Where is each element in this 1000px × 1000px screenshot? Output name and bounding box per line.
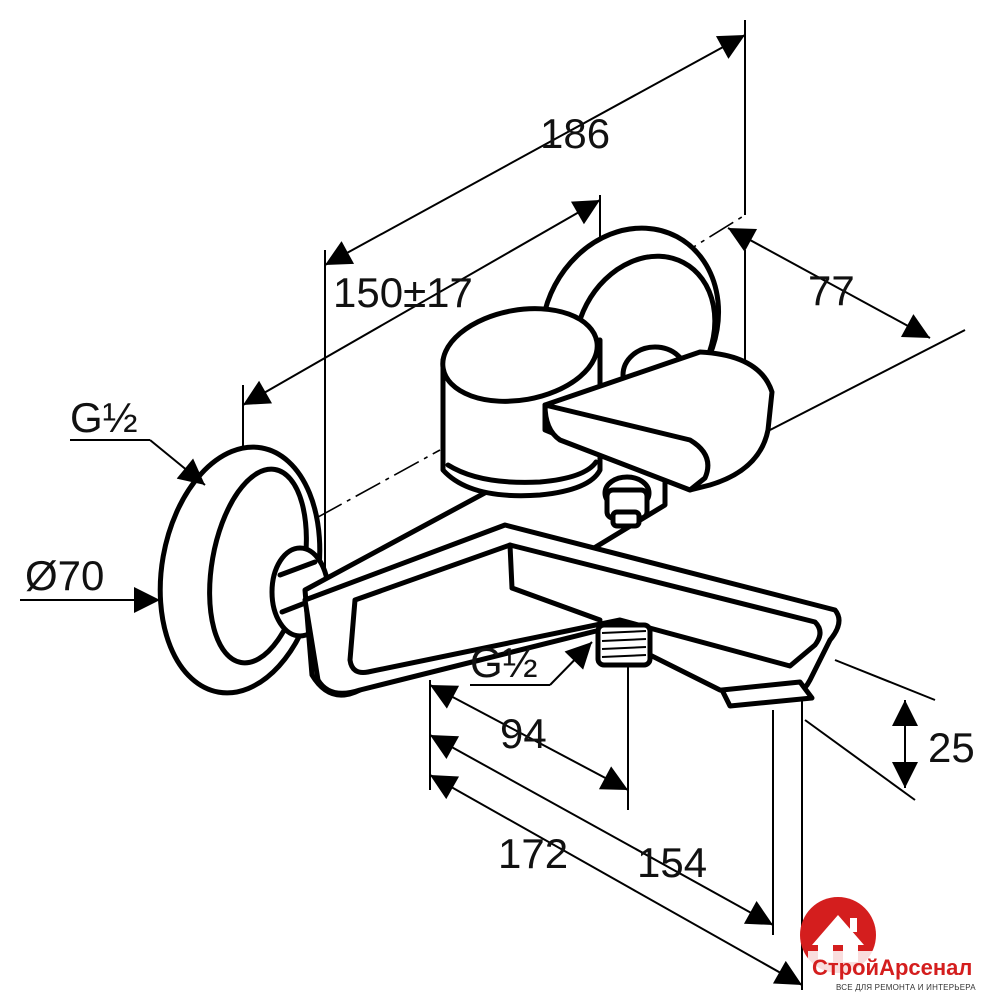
spout — [302, 522, 842, 709]
front-wall-flange — [157, 444, 323, 696]
logo-name: СтройАрсенал — [812, 955, 972, 980]
dimension-labels: 186 150±17 77 G½ Ø70 G½ 94 172 154 25 — [25, 110, 975, 886]
leader-g-half-left-arrow — [149, 439, 206, 486]
label-outlet-offset: 94 — [500, 710, 547, 757]
label-wall-distance: 150±17 — [333, 269, 473, 316]
label-spout-height: 25 — [928, 724, 975, 771]
dim-line-186 — [324, 34, 746, 266]
leader-g-half-outlet-arrow — [549, 641, 593, 686]
label-outlet-thread: G½ — [470, 639, 538, 686]
label-spout-reach-upper: 154 — [637, 839, 707, 886]
dim-line-172 — [429, 774, 803, 986]
dim-line-77 — [727, 227, 931, 339]
diverter-knob — [602, 474, 652, 529]
faucet-body — [157, 225, 842, 709]
lever-handle — [542, 349, 775, 493]
dimension-lines — [20, 34, 931, 986]
logo-tagline: ВСЕ ДЛЯ РЕМОНТА И ИНТЕРЬЕРА — [836, 983, 976, 992]
label-inlet-thread: G½ — [70, 394, 138, 441]
label-spout-reach-lower: 172 — [498, 830, 568, 877]
dim-line-154 — [429, 734, 774, 926]
dim-line-150 — [242, 199, 601, 406]
brand-logo: СтройАрсенал ВСЕ ДЛЯ РЕМОНТА И ИНТЕРЬЕРА — [800, 897, 994, 995]
label-projection: 77 — [808, 267, 855, 314]
outlet-thread — [595, 622, 653, 668]
label-overall-length: 186 — [540, 110, 610, 157]
label-flange-diameter: Ø70 — [25, 552, 104, 599]
